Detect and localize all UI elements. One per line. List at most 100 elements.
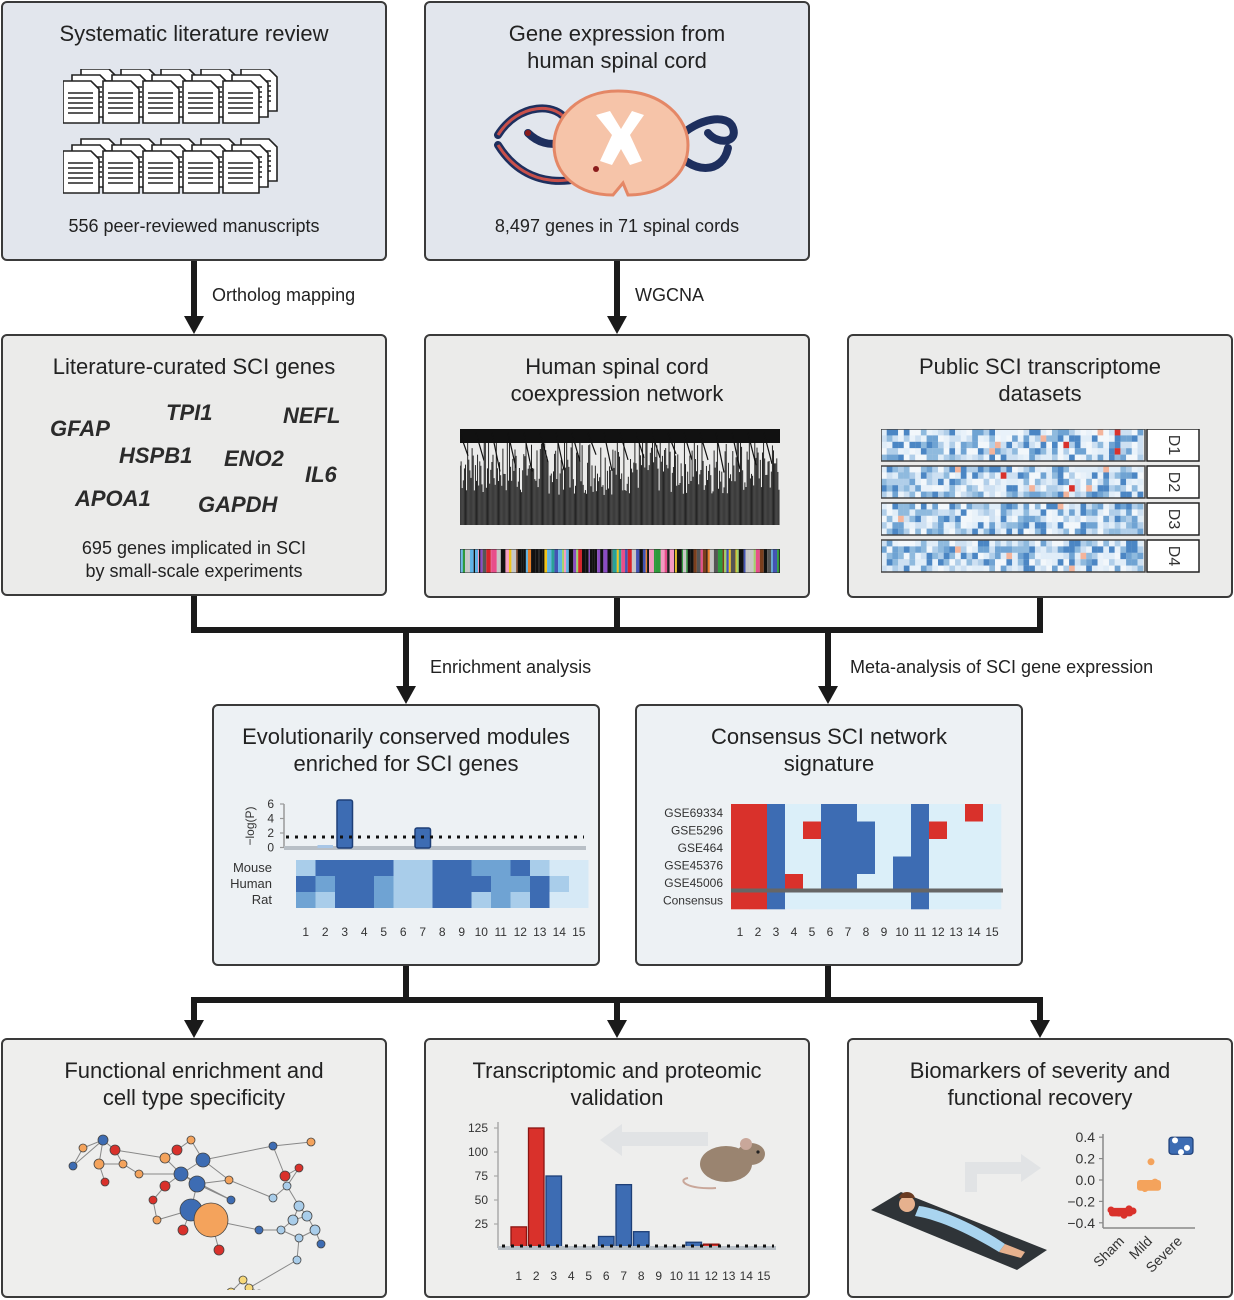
heatmap-cell: [857, 839, 876, 857]
box-footer-line2: by small-scale experiments: [85, 561, 303, 581]
heatmap-cell: [767, 804, 786, 822]
group-label: Sham: [1090, 1233, 1127, 1270]
flow-arrow-shaft: [618, 1132, 708, 1146]
heatmap-cell: [839, 856, 858, 875]
edge-label-ortholog-mapping: Ortholog mapping: [212, 285, 356, 305]
heatmap-cell: [803, 874, 822, 892]
box-title-line2: signature: [783, 751, 875, 776]
heatmap-cell: [965, 874, 984, 892]
network-node: [292, 1255, 302, 1265]
box-title-line2: datasets: [998, 381, 1082, 406]
network-node: [268, 1193, 278, 1203]
flow-arrow-head: [600, 1124, 622, 1156]
edge-label-meta-analysis: Meta-analysis of SCI gene expression: [850, 657, 1154, 677]
heatmap-cell: [803, 804, 822, 822]
heatmap-cell: [911, 804, 930, 822]
document-icon: [63, 150, 100, 194]
gene-label-eno2: ENO2: [224, 446, 284, 471]
heatmap-cell: [374, 876, 394, 892]
heatmap-cell: [413, 892, 433, 908]
heatmap-cell: [549, 892, 569, 908]
heatmap-cell: [839, 821, 858, 840]
heatmap-cell: [911, 891, 930, 910]
dataset-row-label: GSE5296: [671, 824, 723, 838]
heatmap-cell: [857, 856, 876, 875]
heatmap-cell: [965, 804, 984, 822]
heatmap-cell: [911, 856, 930, 875]
heatmap-cell: [432, 892, 452, 908]
patient-on-bed-icon: [871, 1192, 1047, 1270]
module-number: 8: [439, 925, 446, 939]
module-number: 15: [757, 1269, 771, 1283]
boxplot-sham: [1107, 1205, 1137, 1219]
ytick-label: 6: [267, 797, 274, 811]
heatmap-cell: [354, 860, 374, 876]
module-number: 7: [419, 925, 426, 939]
box-title-line2: validation: [570, 1085, 664, 1110]
module-number: 8: [863, 925, 870, 939]
module-number: 10: [895, 925, 909, 939]
heatmap-cell: [785, 856, 804, 875]
network-node: [294, 1233, 304, 1243]
heatmap-cell: [875, 874, 894, 892]
network-edge: [248, 1259, 298, 1289]
edge-label-enrichment-analysis: Enrichment analysis: [430, 657, 592, 677]
heatmap-cell: [983, 821, 1002, 840]
module-number: 9: [458, 925, 465, 939]
heatmap-cell: [983, 856, 1002, 875]
gene-label-hspb1: HSPB1: [119, 443, 193, 468]
document-icon: [63, 80, 100, 124]
network-node: [78, 1143, 88, 1153]
gene-label-gapdh: GAPDH: [198, 492, 278, 517]
module-number: 5: [809, 925, 816, 939]
ytick-label: 75: [475, 1169, 489, 1183]
network-node: [282, 1181, 292, 1191]
module-number: 14: [740, 1269, 754, 1283]
box-curated-genes: Literature-curated SCI genes GFAP TPI1 N…: [1, 334, 387, 596]
box-title-line1: Biomarkers of severity and: [909, 1058, 1171, 1083]
dataset-label: D2: [1165, 472, 1182, 493]
validation-bar: [545, 1175, 563, 1249]
module-number: 12: [931, 925, 945, 939]
network-edge: [228, 1179, 274, 1199]
module-number: 7: [620, 1269, 627, 1283]
heatmap-cell: [965, 821, 984, 840]
heatmap-cell: [911, 839, 930, 857]
heatmap-cell: [839, 804, 858, 822]
box-title: Literature-curated SCI genes: [52, 354, 336, 379]
heatmap-cell: [432, 876, 452, 892]
module-number: 3: [341, 925, 348, 939]
heatmap-cell: [491, 892, 511, 908]
heatmap-cell: [731, 804, 750, 822]
heatmap-cell: [569, 860, 589, 876]
heatmap-cell: [929, 839, 948, 857]
box-title-line1: Gene expression from: [508, 21, 726, 46]
module-number: 1: [737, 925, 744, 939]
heatmap-cell: [471, 892, 491, 908]
dataset-heatmap-d2: D2: [881, 465, 1200, 499]
network-node: [100, 1177, 110, 1187]
module-number: 4: [361, 925, 368, 939]
network-node: [97, 1134, 109, 1146]
flow-arrow-head: [1021, 1154, 1041, 1182]
heatmap-cell: [857, 804, 876, 822]
gene-label-apoa1: APOA1: [75, 486, 151, 511]
box-validation: Transcriptomic and proteomic validation …: [424, 1038, 810, 1298]
module-number: 13: [949, 925, 963, 939]
heatmap-cell: [947, 804, 966, 822]
module-number: 15: [985, 925, 999, 939]
heatmap-cell: [803, 821, 822, 840]
network-node: [294, 1163, 304, 1173]
dataset-row-label: Consensus: [663, 894, 723, 908]
ytick-label: 0.0: [1076, 1172, 1096, 1188]
gene-label-nefl: NEFL: [283, 403, 341, 428]
heatmap-cell: [471, 876, 491, 892]
box-title-line2: functional recovery: [947, 1085, 1133, 1110]
heatmap-cell: [731, 856, 750, 875]
heatmap-cell: [821, 804, 840, 822]
heatmap-cell: [374, 860, 394, 876]
box-consensus-signature: Consensus SCI network signature GSE69334…: [635, 704, 1023, 966]
species-label: Mouse: [233, 860, 272, 875]
heatmap-cell: [821, 856, 840, 875]
